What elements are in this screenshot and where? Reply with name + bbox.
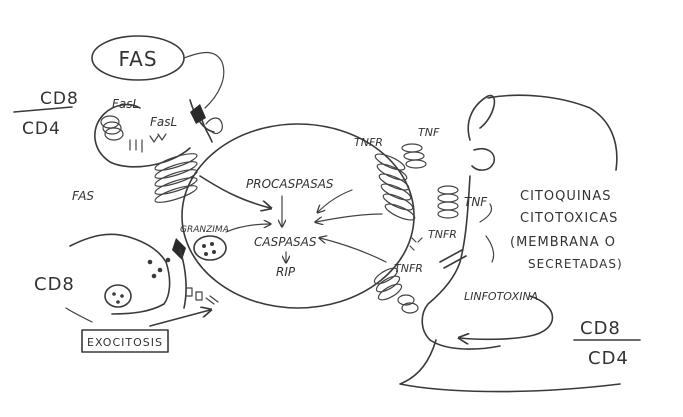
citoquinas-line-3: (MEMBRANA O (510, 235, 616, 250)
citoquinas-line-4: SECRETADAS) (528, 257, 623, 271)
tnfr-top-label: TNFR (354, 136, 383, 149)
procaspasas-label: PROCASPASAS (246, 177, 334, 191)
fasl-label-2: FasL (150, 115, 177, 129)
tnfr-low-group: TNFR (372, 262, 423, 313)
lymphotoxin-group: LINFOTOXINA (460, 290, 553, 339)
fas-title: FAS (118, 47, 157, 71)
fas-receptor-label: FAS (72, 189, 94, 203)
caspasas-label: CASPASAS (254, 235, 317, 249)
linfotoxina-label: LINFOTOXINA (464, 290, 538, 303)
granzyme-vesicle: GRANZIMA (172, 225, 229, 260)
rip-label: RIP (276, 265, 296, 279)
citoquinas-block: CITOQUINAS CITOTOXICAS (MEMBRANA O SECRE… (510, 189, 623, 271)
target-cell: PROCASPASAS CASPASAS RIP (182, 124, 414, 308)
tnfr-low-label: TNFR (394, 262, 423, 275)
cd8-left-label: CD8 (34, 274, 75, 295)
cd4-left-top: CD4 (22, 119, 61, 139)
left-top-effector-cell: FasL FasL (95, 97, 223, 167)
granzima-label: GRANZIMA (180, 225, 229, 235)
tnf-mid-group: TNF (438, 186, 488, 218)
fasl-coil-1 (101, 116, 123, 140)
cd4-right-bottom: CD4 (588, 348, 629, 369)
tnfr-top-group: TNFR (354, 136, 417, 223)
tnf-top-label: TNF (418, 126, 440, 139)
cd8-right-top: CD8 (580, 318, 621, 339)
cd8-cd4-label-right: CD8 CD4 (574, 318, 640, 369)
cd8-cd4-label-left: CD8 CD4 (14, 89, 79, 139)
exocitosis-label: EXOCITOSIS (87, 336, 163, 349)
citoquinas-line-1: CITOQUINAS (520, 189, 612, 204)
fasl-label-1: FasL (112, 97, 139, 111)
tnf-top-group: TNF (402, 126, 440, 168)
cd8-left-top: CD8 (40, 89, 79, 109)
left-bottom-effector-cell: CD8 (34, 234, 218, 326)
tnfr-mid-label: TNFR (428, 228, 457, 241)
citoquinas-line-2: CITOTOXICAS (520, 211, 618, 226)
